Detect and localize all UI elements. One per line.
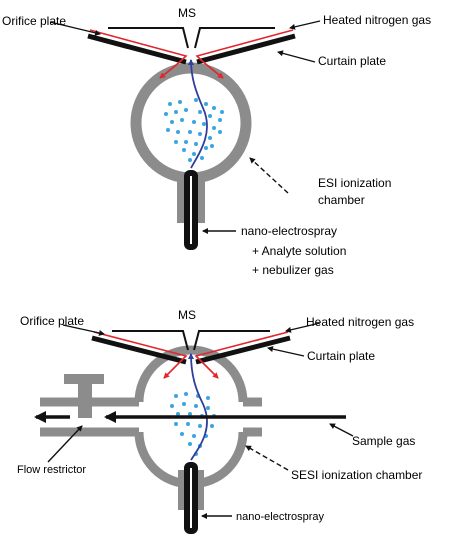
- esi-analyte-label: + Analyte solution: [252, 244, 346, 258]
- sample-gas-label: Sample gas: [352, 434, 415, 448]
- esi-ion-path: [188, 59, 208, 169]
- esi-droplet-cloud: [164, 98, 224, 162]
- sesi-curtain-plate-label: Curtain plate: [307, 349, 375, 363]
- esi-curtain-plate: [87, 33, 296, 65]
- sesi-gas-flow: [93, 331, 289, 379]
- sesi-panel: MS Orifice plate Heated nitrogen gas Cur…: [17, 308, 422, 534]
- esi-chamber-label-line1: ESI ionization: [318, 176, 391, 190]
- esi-chamber-label-line2: chamber: [318, 193, 365, 207]
- esi-heated-gas-label: Heated nitrogen gas: [323, 13, 431, 27]
- sesi-ion-path: [188, 353, 208, 461]
- esi-curtain-plate-label: Curtain plate: [318, 54, 386, 68]
- sesi-curtain-plate: [91, 335, 291, 365]
- sesi-chamber-label: SESI ionization chamber: [291, 468, 422, 482]
- sesi-ms-label: MS: [178, 308, 196, 322]
- flow-restrictor-label: Flow restrictor: [17, 464, 86, 476]
- esi-panel: MS Orifice plate Heated nitrogen gas Cur…: [2, 6, 431, 277]
- sesi-spray-label: nano-electrospray: [236, 511, 325, 523]
- esi-orifice-plate-label: Orifice plate: [2, 14, 66, 28]
- esi-spray-label: nano-electrospray: [241, 224, 337, 238]
- esi-ms-label: MS: [178, 6, 196, 20]
- sesi-orifice-plate-label: Orifice plate: [20, 314, 84, 328]
- flow-restrictor: [64, 374, 104, 418]
- esi-orifice-plate: [108, 27, 275, 49]
- esi-nebulizer-label: + nebulizer gas: [252, 263, 334, 277]
- sesi-heated-gas-label: Heated nitrogen gas: [306, 315, 414, 329]
- sesi-orifice-plate: [112, 330, 270, 351]
- sesi-droplet-cloud: [170, 392, 216, 456]
- esi-gas-flow: [89, 29, 294, 79]
